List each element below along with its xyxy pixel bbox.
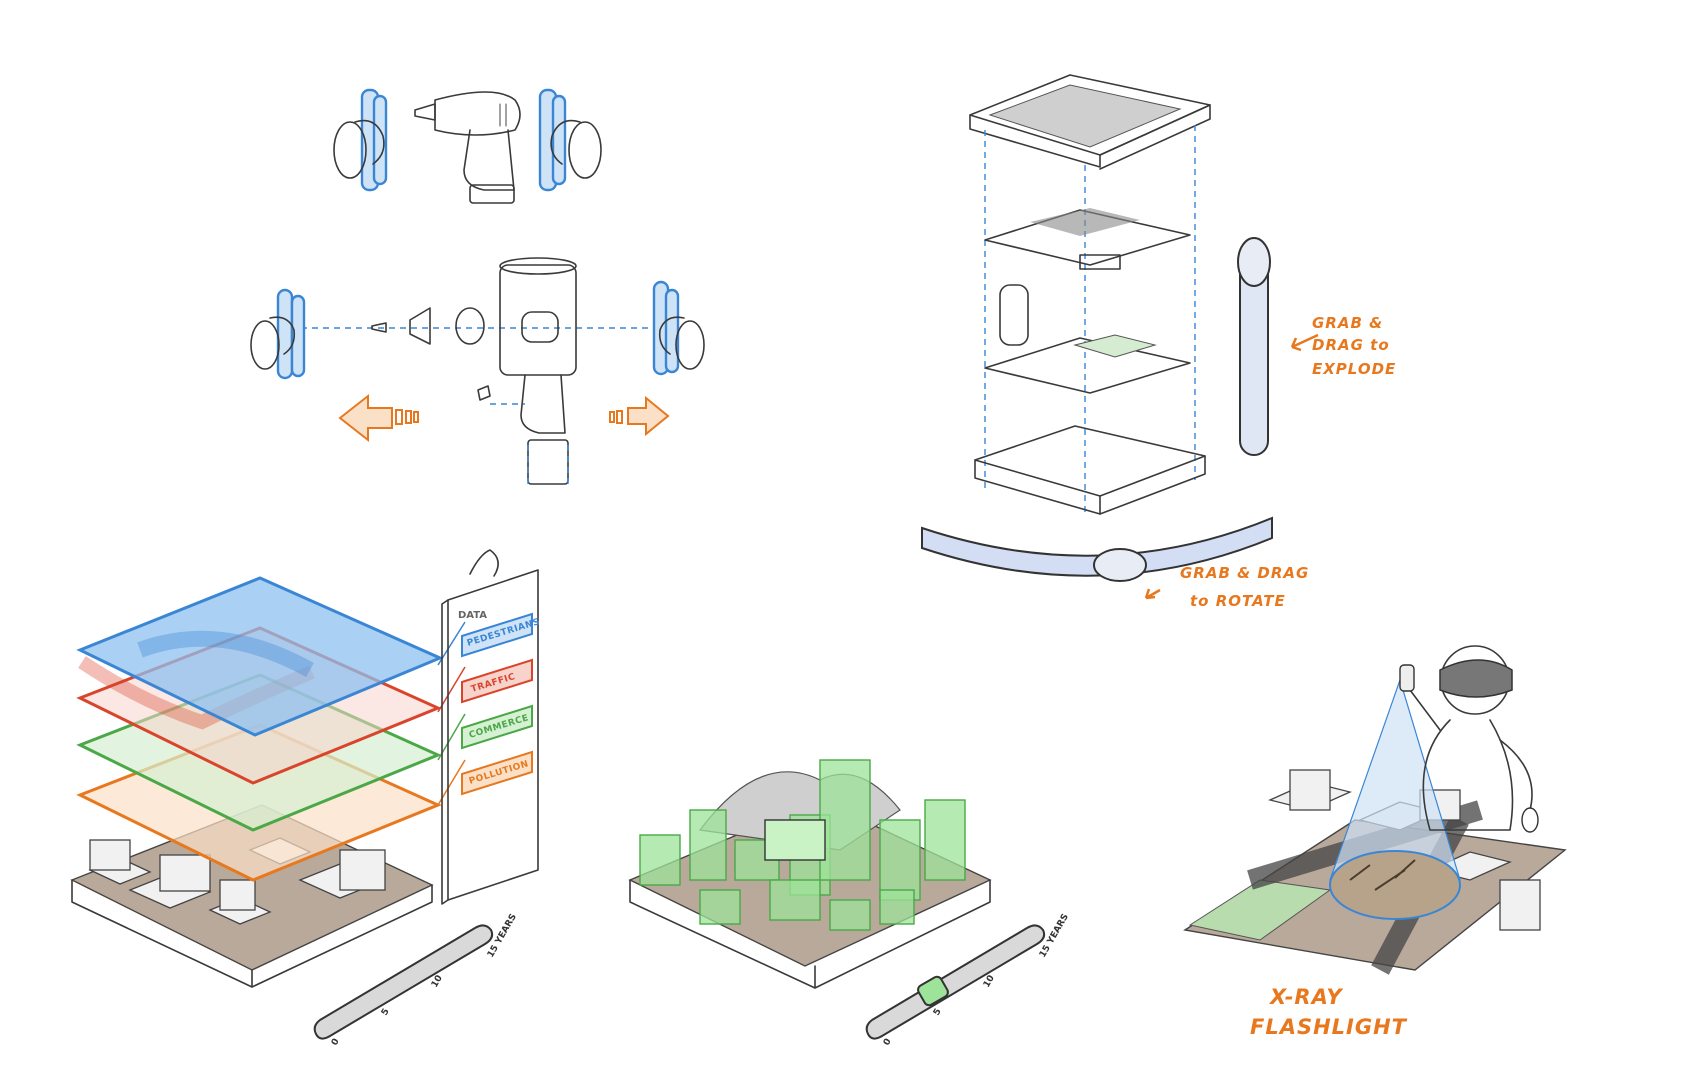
- device-board-mid: [984, 337, 1191, 394]
- timeline-left-tick-1: 5: [380, 1007, 392, 1017]
- svg-text:X-RAY: X-RAY: [1268, 985, 1343, 1009]
- data-layers-group: [70, 576, 466, 988]
- xray-label: X-RAY FLASHLIGHT: [1250, 985, 1408, 1039]
- svg-text:FLASHLIGHT: FLASHLIGHT: [1250, 1015, 1408, 1039]
- xray-group: [1183, 645, 1567, 975]
- data-chip-commerce[interactable]: COMMERCE: [461, 704, 533, 750]
- chuck-icon: [409, 307, 431, 345]
- drill-icon: [414, 91, 521, 204]
- data-board: DATA: [441, 549, 539, 905]
- flashlight-icon: [1399, 664, 1415, 692]
- data-chip-pollution[interactable]: POLLUTION: [461, 750, 533, 796]
- layer-pedestrians: [76, 576, 444, 737]
- headset-icon: [1439, 659, 1513, 698]
- explode-label: GRAB & DRAG to EXPLODE: [1312, 314, 1396, 378]
- left-hand-exploded-icon[interactable]: [250, 288, 306, 380]
- explode-slider-handle[interactable]: [1237, 237, 1271, 287]
- arrow-left-icon: [338, 393, 419, 443]
- svg-text:EXPLODE: EXPLODE: [1312, 360, 1396, 378]
- exploded-device-group: [921, 74, 1319, 600]
- right-hand-icon[interactable]: [538, 88, 602, 192]
- device-base: [974, 425, 1206, 497]
- xray-view: [1329, 850, 1461, 920]
- arrow-right-icon: [609, 395, 670, 437]
- drill-handle-icon: [520, 374, 566, 434]
- rotate-slider[interactable]: [921, 516, 1273, 582]
- board-hand-icon: [469, 549, 499, 577]
- drill-housing-icon: [499, 264, 577, 376]
- board-title: DATA: [458, 610, 487, 621]
- svg-text:GRAB & DRAG: GRAB & DRAG: [1180, 564, 1309, 582]
- explode-slider[interactable]: [1237, 237, 1271, 456]
- drill-bit-icon: [371, 322, 387, 333]
- timeline-left[interactable]: 0 5 10 15 YEARS: [313, 912, 519, 1048]
- svg-text:DRAG to: DRAG to: [1312, 336, 1390, 354]
- rotate-slider-handle[interactable]: [1093, 548, 1147, 582]
- green-city-group: [628, 759, 992, 989]
- explode-arrow-icon: [1291, 333, 1319, 349]
- device-battery: [999, 284, 1029, 346]
- motor-icon: [521, 311, 559, 343]
- data-chip-traffic[interactable]: TRAFFIC: [461, 658, 533, 704]
- left-hand-icon[interactable]: [333, 88, 388, 192]
- timeline-right-handle[interactable]: [916, 975, 950, 1007]
- drill-assembled-group: [333, 88, 602, 204]
- trigger-icon: [477, 385, 491, 401]
- timeline-right-tick-0: 0: [882, 1037, 894, 1047]
- collar-icon: [455, 307, 485, 345]
- timeline-right[interactable]: 0 5 10 15 YEARS: [865, 912, 1071, 1048]
- right-hand-exploded-icon[interactable]: [652, 280, 705, 376]
- rotate-label: GRAB & DRAG to ROTATE: [1180, 564, 1309, 610]
- person-icon: [1399, 645, 1539, 833]
- battery-icon: [527, 439, 569, 485]
- drill-exploded-group: [250, 257, 705, 485]
- timeline-left-tick-0: 0: [330, 1037, 342, 1047]
- timeline-right-tick-1: 5: [932, 1007, 944, 1017]
- svg-text:to ROTATE: to ROTATE: [1190, 592, 1286, 610]
- svg-text:GRAB &: GRAB &: [1312, 314, 1383, 332]
